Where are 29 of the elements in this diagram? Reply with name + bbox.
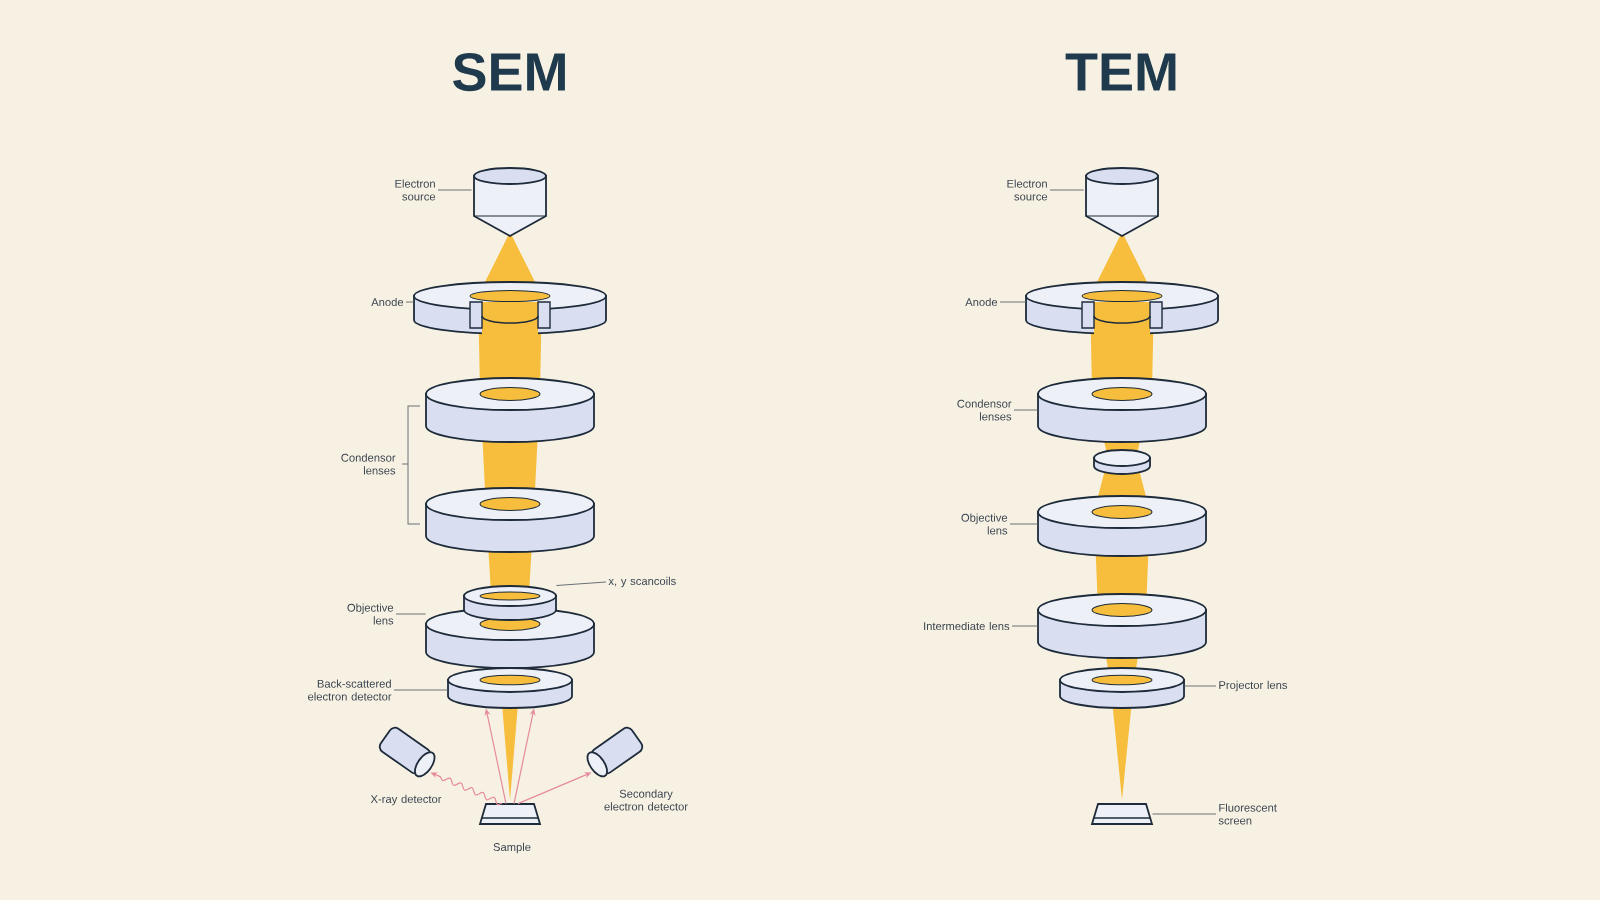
leader-line (395, 613, 427, 615)
lens-disc (425, 487, 595, 553)
lens-disc (1059, 667, 1185, 709)
lens-disc (1037, 593, 1207, 659)
lens-disc (463, 585, 557, 621)
lens-disc (1093, 449, 1151, 475)
leader-line (405, 301, 415, 303)
leader-line (1049, 189, 1085, 191)
leader-line (1151, 813, 1217, 815)
heading: SEM (453, 52, 565, 92)
anode-ring (413, 281, 607, 336)
electron-gun-drawing (473, 167, 547, 238)
leader-line (999, 301, 1027, 303)
heading: TEM (1065, 53, 1176, 91)
detector-drawing (586, 726, 644, 778)
lens-disc (1037, 495, 1207, 557)
leader-line (1013, 409, 1039, 411)
lens-disc (425, 377, 595, 443)
anode-ring (1025, 281, 1219, 336)
leader-line (555, 581, 607, 587)
leader-line (437, 189, 473, 191)
leader-line (1183, 685, 1217, 687)
leader-line (1011, 625, 1039, 627)
leader-line (393, 689, 449, 691)
electron-gun-drawing (1085, 167, 1159, 238)
lens-disc (1037, 377, 1207, 443)
detector-drawing (378, 726, 436, 778)
lens-disc (447, 667, 573, 709)
leader-line (1009, 523, 1039, 525)
